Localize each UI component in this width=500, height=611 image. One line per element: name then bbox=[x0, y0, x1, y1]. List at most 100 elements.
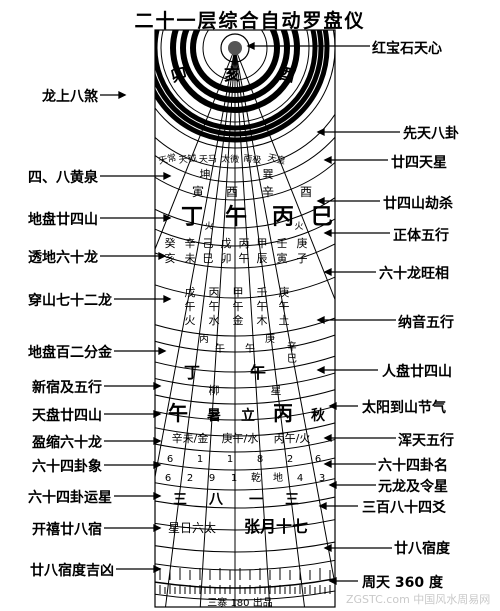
ring11-glyph: 丙 bbox=[273, 401, 293, 425]
label-new-mansions: 新宿及五行 bbox=[32, 380, 102, 396]
ring1-glyph: 酉 bbox=[277, 64, 297, 86]
label-28-mansion-degrees: 廿八宿度吉凶 bbox=[30, 563, 114, 579]
label-64-hexagram-images: 六十四卦象 bbox=[32, 459, 102, 475]
ring6b-glyph: 午 bbox=[239, 252, 250, 265]
ring10-glyph: 星 bbox=[271, 384, 282, 397]
ring5-small-glyph: 火 bbox=[204, 221, 213, 232]
ring6b-glyph: 未 bbox=[185, 252, 196, 265]
ring6-glyph: 癸 bbox=[165, 236, 176, 250]
leader-lines bbox=[100, 41, 400, 586]
page-title: 二十一层综合自动罗盘仪 bbox=[134, 10, 366, 32]
ring14-glyph: 2 bbox=[187, 473, 193, 484]
ring13-glyph: 1 bbox=[227, 454, 233, 465]
ring2-glyph: 天皇 bbox=[267, 151, 287, 167]
leader-left-6-arrowhead bbox=[153, 381, 162, 391]
label-360-degrees: 周天 360 度 bbox=[362, 575, 443, 591]
leader-left-4-arrowhead bbox=[163, 294, 172, 304]
label-four-eight-yellow-springs: 四、八黄泉 bbox=[28, 170, 98, 186]
ring14-glyph: 1 bbox=[231, 473, 237, 484]
ring11-glyph: 午 bbox=[168, 401, 188, 425]
leader-right-8-arrowhead bbox=[328, 401, 337, 411]
leader-right-11-arrowhead bbox=[328, 480, 337, 490]
ring2-glyph: 太微 bbox=[221, 153, 240, 166]
label-64-hexagram-stars: 六十四卦运星 bbox=[28, 490, 112, 506]
leader-right-6-arrowhead bbox=[316, 315, 325, 325]
ring5-small-glyph: 火 bbox=[294, 221, 303, 232]
leader-right-3-arrowhead bbox=[316, 196, 325, 206]
ring7a-glyph: 庚 bbox=[279, 285, 290, 299]
ring6-glyph: 己 bbox=[203, 237, 214, 250]
ring-text-layer: 卯亥酉天常天钺天马太微南极天皇坤巽寅酉辛酉丁午丙巳火火癸辛己戊丙甲壬庚亥未巳卯午… bbox=[157, 64, 333, 609]
ring6b-glyph: 亥 bbox=[165, 251, 176, 265]
label-kaixi-28-mansions: 开禧廿八宿 bbox=[32, 522, 102, 538]
ring15-glyph: 三 bbox=[285, 492, 299, 508]
watermark: ZGSTC.com 中国风水周易网 bbox=[346, 593, 491, 606]
ring16-glyph: 星日六太 bbox=[168, 520, 216, 535]
leader-left-11-arrowhead bbox=[153, 523, 162, 533]
ring10-glyph: 柳 bbox=[209, 383, 220, 397]
center-gem-icon bbox=[228, 41, 242, 55]
ring14-glyph: 乾 bbox=[251, 471, 261, 484]
ring2-glyph: 天常 bbox=[157, 151, 177, 167]
ring7c-glyph: 金 bbox=[233, 313, 244, 327]
ring7c-glyph: 木 bbox=[257, 314, 268, 327]
ring7a-glyph: 戊 bbox=[185, 286, 196, 299]
ring7b-glyph: 午 bbox=[257, 300, 268, 313]
ring9-glyph: 丁 bbox=[184, 363, 200, 382]
ring7b-glyph: 午 bbox=[279, 300, 290, 313]
ring8-glyph: 巳 bbox=[287, 353, 297, 365]
label-120-fenjin: 地盘百二分金 bbox=[28, 345, 112, 361]
leader-right-10-arrowhead bbox=[323, 459, 332, 469]
ring14-glyph: 4 bbox=[297, 473, 303, 484]
leader-left-0-arrowhead bbox=[118, 90, 127, 100]
label-expand-shrink-60-dragons: 盈缩六十龙 bbox=[32, 435, 102, 451]
leader-right-2-arrowhead bbox=[323, 155, 332, 165]
fine-scale bbox=[159, 585, 331, 594]
ring15-glyph: 八 bbox=[208, 492, 224, 508]
label-60-dragons-prosperity: 六十龙旺相 bbox=[379, 266, 449, 282]
label-ruby-center: 红宝石天心 bbox=[372, 41, 442, 57]
ring7c-glyph: 水 bbox=[209, 314, 220, 327]
ring15-glyph: 一 bbox=[249, 492, 263, 508]
ring7b-glyph: 午 bbox=[185, 300, 196, 313]
label-28-mansion-degree: 廿八宿度 bbox=[394, 541, 450, 557]
ring13-glyph: 2 bbox=[287, 454, 293, 465]
ring13-glyph: 6 bbox=[315, 454, 321, 465]
leader-right-7-arrowhead bbox=[316, 365, 325, 375]
leader-right-5-arrowhead bbox=[323, 267, 332, 277]
ring6-glyph: 辛 bbox=[185, 236, 196, 250]
leader-right-9-arrowhead bbox=[323, 433, 332, 443]
ring15-glyph: 三 bbox=[173, 492, 187, 508]
leader-right-13-arrowhead bbox=[323, 543, 332, 553]
label-dragon-eight-killers: 龙上八煞 bbox=[42, 89, 98, 105]
label-72-dragons: 穿山七十二龙 bbox=[28, 293, 112, 309]
ring12-glyph: 辛未/金 bbox=[172, 431, 209, 445]
ring7b-glyph: 午 bbox=[233, 300, 244, 313]
ring8-glyph: 午 bbox=[215, 342, 225, 355]
leader-right-0-arrowhead bbox=[246, 41, 255, 51]
leader-right-12-arrowhead bbox=[318, 501, 327, 511]
ring6b-glyph: 卯 bbox=[221, 252, 232, 265]
ring11-glyph: 暑 bbox=[207, 408, 221, 424]
ring1-glyph: 亥 bbox=[224, 65, 240, 84]
ring11-glyph: 秋 bbox=[311, 407, 326, 424]
label-earth-24-mountains: 地盘廿四山 bbox=[28, 212, 98, 228]
ring3-glyph: 坤 bbox=[200, 167, 211, 181]
compass-strip-border bbox=[154, 29, 336, 608]
leader-left-2-arrowhead bbox=[163, 213, 172, 223]
leader-left-10-arrowhead bbox=[153, 491, 162, 501]
label-sun-solar-terms: 太阳到山节气 bbox=[362, 400, 446, 416]
ring9-glyph: 午 bbox=[250, 363, 266, 382]
leader-left-3-arrowhead bbox=[158, 251, 167, 261]
ring4-glyph: 酉 bbox=[300, 185, 312, 199]
leader-left-5-arrowhead bbox=[158, 346, 167, 356]
leader-left-9-arrowhead bbox=[153, 460, 162, 470]
ring6-glyph: 庚 bbox=[297, 236, 308, 250]
ring8-glyph: 丙 bbox=[199, 334, 209, 345]
ring12-glyph: 庚午/水 bbox=[222, 431, 259, 445]
ring4-glyph: 酉 bbox=[226, 185, 238, 199]
leader-right-4-arrowhead bbox=[323, 228, 332, 238]
ring8-glyph: 午 bbox=[245, 342, 255, 355]
